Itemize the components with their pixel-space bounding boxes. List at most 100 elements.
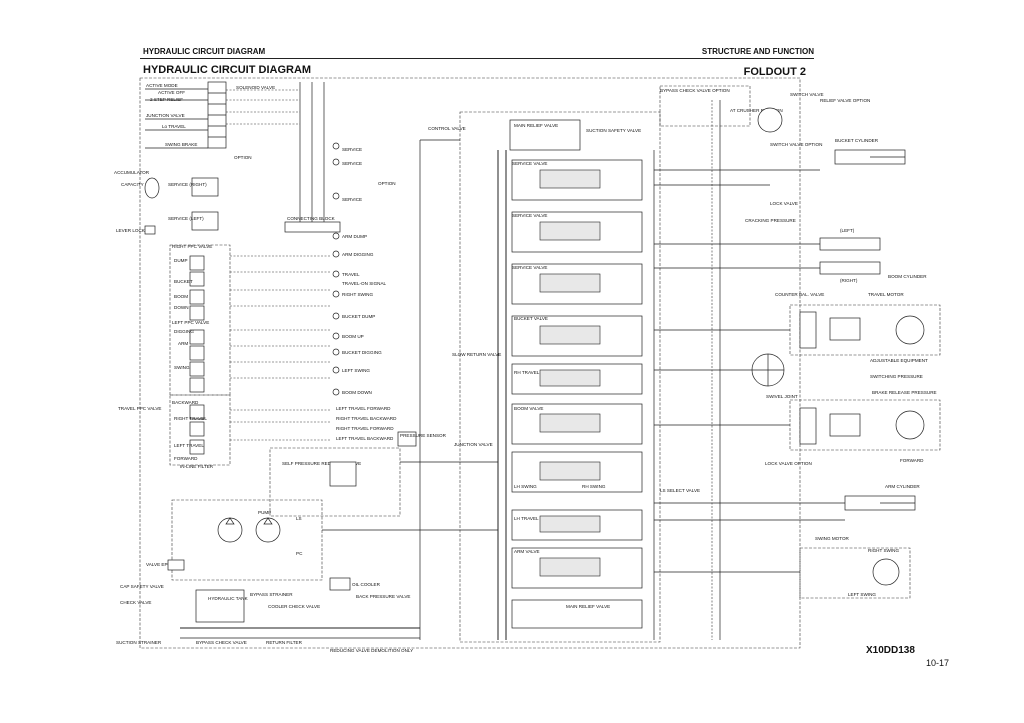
control-valve-frame <box>459 111 661 643</box>
back-pressure-label: BACK PRESSURE VALVE <box>356 594 410 599</box>
right-travel-backward-label: RIGHT TRAVEL BACKWARD <box>336 416 397 421</box>
return-filter-label: RETURN FILTER <box>266 640 303 645</box>
switching-pressure-label: SWITCHING PRESSURE <box>870 374 923 379</box>
main-relief-valve <box>509 119 581 151</box>
option-label-2: OPTION <box>378 181 396 186</box>
swing-motor-frame <box>799 547 911 599</box>
swivel-joint-label: SWIVEL JOINT <box>766 394 798 399</box>
accumulator-label: ACCUMULATOR <box>114 170 150 175</box>
boom-label: BOOM <box>174 294 188 299</box>
right-actuators: BYPASS CHECK VALVE OPTION AT CRUSHER POS… <box>659 85 941 599</box>
service-label-2: SERVICE <box>342 161 362 166</box>
foldout-label: FOLDOUT 2 <box>743 66 806 78</box>
option-label: OPTION <box>234 155 252 160</box>
junction-valve2-label: JUNCTION VALVE <box>454 442 493 447</box>
adjustable-equipment-label: ADJUSTABLE EQUIPMENT <box>870 358 928 363</box>
suction-strainer-label: SUCTION STRAINER <box>116 640 162 645</box>
travel-ppc-valve: TRAVEL PPC VALVE BACKWARD RIGHT TRAVEL L… <box>118 394 231 466</box>
header-right: STRUCTURE AND FUNCTION <box>701 47 814 56</box>
drawing-code: X10DD138 <box>866 645 915 656</box>
left-travel-forward-label: LEFT TRAVEL FORWARD <box>336 406 391 411</box>
travel-ppc-label: TRAVEL PPC VALVE <box>118 406 161 411</box>
swing-label: SWING <box>174 365 190 370</box>
service-valve-label-2: SERVICE VALVE <box>512 213 548 218</box>
boom-cylinder-left <box>819 237 881 251</box>
boom-valve-label: BOOM VALVE <box>514 406 543 411</box>
oil-cooler-label: OIL COOLER <box>352 582 381 587</box>
accumulator-symbol <box>144 177 160 199</box>
brake-release-label: BRAKE RELEASE PRESSURE <box>872 390 937 395</box>
pressure-switches: ARM DUMP ARM DIGGING TRAVEL TRAVEL-ON SI… <box>332 232 447 447</box>
travel-ppc-frame <box>169 394 231 466</box>
boom-down-label: BOOM DOWN <box>342 390 372 395</box>
main-relief-label-2: MAIN RELIEF VALVE <box>566 604 610 609</box>
down-label: DOWN <box>174 305 189 310</box>
travel-motor-label: TRAVEL MOTOR <box>868 292 904 297</box>
solenoid-valve-label: SOLENOID VALVE <box>236 85 275 90</box>
at-crusher-label: AT CRUSHER POSITION <box>730 108 783 113</box>
digging-label: DIGGING <box>174 329 194 334</box>
circuit-frame <box>139 77 801 649</box>
lever-lock-label: LEVER LOCK <box>116 228 146 233</box>
lh-swing-label: LH SWING <box>514 484 537 489</box>
counter-bal-label: COUNTER BAL. VALVE <box>775 292 824 297</box>
bucket-label: BUCKET <box>174 279 193 284</box>
active-mode-label: ACTIVE MODE <box>146 83 178 88</box>
bucket-dump-label: BUCKET DUMP <box>342 314 375 319</box>
header-left: HYDRAULIC CIRCUIT DIAGRAM <box>143 47 266 56</box>
boom-cylinder-label: BOOM CYLINDER <box>888 274 927 279</box>
ppc-valves-left: RIGHT PPC VALVE DUMP BUCKET BOOM DOWN LE… <box>169 244 231 396</box>
reducing-valve-label: REDUCING VALVE DEMOLITION ONLY <box>330 648 413 653</box>
left-swing2-label: LEFT SWING <box>848 592 876 597</box>
right-swing-label: RIGHT SWING <box>342 292 373 297</box>
boom-left-label: (LEFT) <box>840 228 855 233</box>
connecting-block-label: CONNECTING BLOCK <box>287 216 336 221</box>
service-right-label: SERVICE (RIGHT) <box>168 182 207 187</box>
active-off-label: ACTIVE OFF <box>158 90 185 95</box>
dump-label: DUMP <box>174 258 188 263</box>
pump-section: SELF PRESSURE REDUCING VALVE IN-LINE FIL… <box>116 447 420 653</box>
arm-label: ARM <box>178 341 188 346</box>
lh-travel-label: LH TRAVEL <box>514 516 539 521</box>
swing-brake-label: SWING BRAKE <box>165 142 197 147</box>
junction-valve-label: JUNCTION VALVE <box>146 113 185 118</box>
forward-label-right: FORWARD <box>900 458 924 463</box>
arm-digging-label: ARM DIGGING <box>342 252 374 257</box>
main-relief-label: MAIN RELIEF VALVE <box>514 123 558 128</box>
spool-rows: SERVICE VALVE SERVICE VALVE SERVICE VALV… <box>511 159 643 629</box>
right-travel-label: RIGHT TRAVEL <box>174 416 207 421</box>
relief-valve-option-label: RELIEF VALVE OPTION <box>820 98 870 103</box>
right-travel-motor <box>895 315 925 345</box>
hydraulic-tank-label: HYDRAULIC TANK <box>208 596 249 601</box>
main-pump-symbol-2 <box>255 517 281 543</box>
left-travel-backward-label: LEFT TRAVEL BACKWARD <box>336 436 394 441</box>
left-ppc-label: LEFT PPC VALVE <box>172 320 209 325</box>
two-step-relief-label: 2 STEP RELIEF <box>150 97 183 102</box>
ls-select-label: LS SELECT VALVE <box>660 488 700 493</box>
cap-safety-label: CAP SAFETY VALVE <box>120 584 164 589</box>
bucket-cylinder-label: BUCKET CYLINDER <box>835 138 879 143</box>
bypass-check-label: BYPASS CHECK VALVE <box>196 640 247 645</box>
swing-motor <box>872 558 900 586</box>
pilot-lines: CONNECTING BLOCK <box>226 82 341 441</box>
travel-label: TRAVEL <box>342 272 360 277</box>
switch-valve-symbol <box>757 107 783 133</box>
swing-valve <box>511 451 643 493</box>
hydraulic-tank <box>195 589 245 623</box>
main-pump-symbol <box>217 517 243 543</box>
cracking-pressure-label: CRACKING PRESSURE <box>745 218 796 223</box>
service-label-1: SERVICE <box>342 147 362 152</box>
oil-cooler <box>329 577 351 591</box>
right-ppc-label: RIGHT PPC VALVE <box>172 244 212 249</box>
accumulator-capacity-label: CAPACITY <box>121 182 144 187</box>
boom-right-label: (RIGHT) <box>840 278 858 283</box>
boom-cylinder-right <box>819 261 881 275</box>
slow-return-label: SLOW RETURN VALVE <box>452 352 501 357</box>
pc-label: PC <box>296 551 303 556</box>
service-left-label: SERVICE (LEFT) <box>168 216 204 221</box>
lo-travel-label: Lo TRAVEL <box>162 124 186 129</box>
page-title: HYDRAULIC CIRCUIT DIAGRAM <box>143 64 312 76</box>
bypass-strainer-label: BYPASS STRAINER <box>250 592 293 597</box>
pressure-sensor-label: PRESSURE SENSOR <box>400 433 447 438</box>
